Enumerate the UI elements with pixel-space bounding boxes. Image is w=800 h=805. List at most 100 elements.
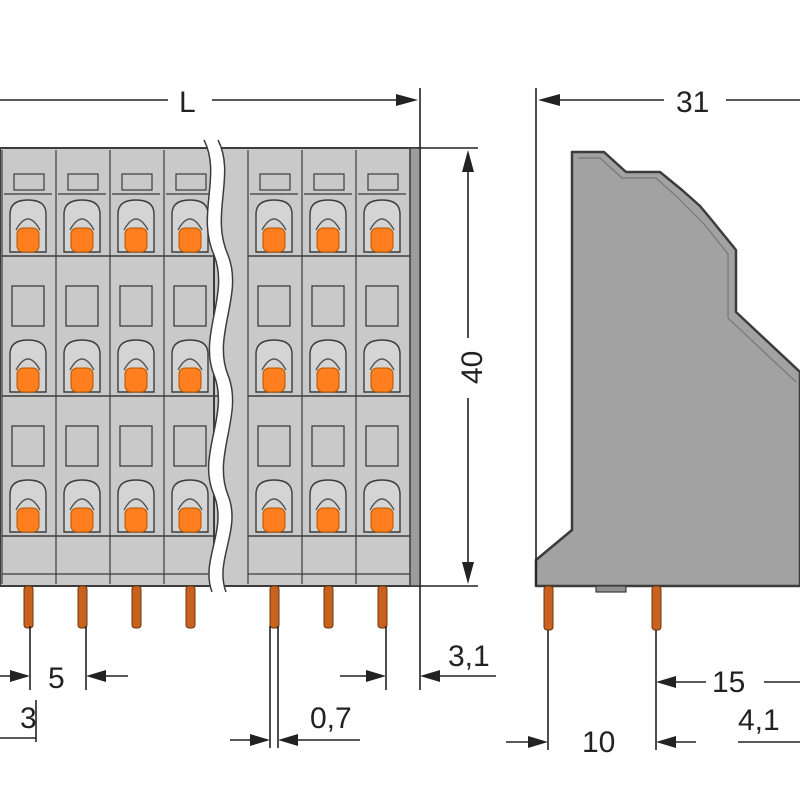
- clamp-spring: [315, 218, 341, 231]
- marker-slot: [175, 173, 207, 191]
- clamp-spring: [369, 358, 395, 371]
- solder-pin: [23, 585, 34, 629]
- actuator-button: [316, 507, 340, 533]
- side-body: [534, 150, 800, 588]
- solder-pin: [269, 585, 280, 629]
- clamp-spring: [69, 218, 95, 231]
- dim-edge-arrow: [656, 736, 676, 748]
- actuator-button: [124, 227, 148, 253]
- clamp-spring: [369, 218, 395, 231]
- dim-label-pin-width: 0,7: [310, 702, 352, 735]
- break-line-right: [217, 139, 234, 593]
- marker-slot: [259, 173, 291, 191]
- wire-entry: [119, 425, 153, 467]
- actuator-button: [124, 367, 148, 393]
- solder-pin: [185, 585, 196, 629]
- clamp-spring: [177, 358, 203, 371]
- dim-label-pitch: 5: [48, 662, 65, 695]
- terminal-cells: [1, 150, 410, 584]
- wire-entry: [173, 285, 207, 327]
- marker-slot: [367, 173, 399, 191]
- actuator-button: [70, 367, 94, 393]
- actuator-button: [70, 227, 94, 253]
- clamp-spring: [15, 358, 41, 371]
- marker-slot: [67, 173, 99, 191]
- dim-pinwidth-arrow-left: [250, 734, 270, 746]
- dim-length-arrow: [396, 94, 418, 106]
- wire-entry: [311, 285, 345, 327]
- side-view: [534, 150, 800, 631]
- clamp-spring: [177, 498, 203, 511]
- clamp-spring: [315, 498, 341, 511]
- actuator-button: [262, 507, 286, 533]
- actuator-button: [178, 367, 202, 393]
- clamp-spring: [261, 358, 287, 371]
- wire-entry: [11, 425, 45, 467]
- clamp-spring: [123, 498, 149, 511]
- actuator-button: [16, 367, 40, 393]
- actuator-button: [316, 367, 340, 393]
- dim-label-pin-edge-offset: 4,1: [738, 704, 780, 737]
- marker-slot: [313, 173, 345, 191]
- actuator-button: [316, 227, 340, 253]
- wire-entry: [11, 285, 45, 327]
- solder-pin: [323, 585, 334, 629]
- side-pin-2: [651, 585, 662, 631]
- dim-first-arrow: [528, 736, 548, 748]
- actuator-button: [370, 367, 394, 393]
- side-body-inner-edge: [578, 157, 797, 383]
- dim-label-pin-offset: 3: [20, 702, 37, 735]
- wire-entry: [257, 425, 291, 467]
- dim-depth-arrow: [538, 94, 560, 106]
- clamp-spring: [123, 358, 149, 371]
- wire-entry: [365, 285, 399, 327]
- dim-pitch-arrow-right: [86, 670, 106, 682]
- wire-entry: [65, 425, 99, 467]
- clamp-spring: [69, 358, 95, 371]
- clamp-spring: [261, 498, 287, 511]
- actuator-button: [370, 507, 394, 533]
- break-line-left: [203, 139, 220, 593]
- clamp-spring: [15, 218, 41, 231]
- wire-entry: [311, 425, 345, 467]
- wire-entry: [65, 285, 99, 327]
- dim-pitch-arrow-left: [10, 670, 30, 682]
- solder-pin: [377, 585, 388, 629]
- wire-entry: [173, 425, 207, 467]
- clamp-spring: [315, 358, 341, 371]
- front-pins: [23, 585, 388, 629]
- dim-pinwidth-arrow-right: [278, 734, 298, 746]
- actuator-button: [178, 227, 202, 253]
- clamp-spring: [69, 498, 95, 511]
- dim-label-pin-row-pitch: 15: [712, 666, 745, 699]
- side-base-notch: [595, 585, 627, 593]
- dim-height-arrow-bottom: [462, 562, 474, 584]
- dim-end-arrow-right: [420, 670, 440, 682]
- dim-label-end-offset: 3,1: [448, 640, 490, 673]
- clamp-spring: [369, 498, 395, 511]
- dim-label-depth: 31: [676, 86, 709, 119]
- dim-pinrow-arrow: [656, 676, 676, 688]
- actuator-button: [16, 507, 40, 533]
- end-plate: [409, 147, 421, 587]
- dim-height-arrow-top: [462, 150, 474, 172]
- dimension-lines: [0, 88, 800, 750]
- label-bg-length: [174, 82, 208, 118]
- dim-end-arrow-left: [366, 670, 386, 682]
- actuator-button: [70, 507, 94, 533]
- dim-label-pin-first-offset: 10: [582, 726, 615, 759]
- wire-entry: [257, 285, 291, 327]
- actuator-button: [178, 507, 202, 533]
- actuator-button: [370, 227, 394, 253]
- actuator-button: [124, 507, 148, 533]
- side-pin-1: [543, 585, 554, 631]
- break-cut: [204, 140, 234, 592]
- wire-entry: [365, 425, 399, 467]
- dim-label-height: 40: [456, 351, 489, 384]
- actuator-button: [262, 227, 286, 253]
- marker-slot: [121, 173, 153, 191]
- front-view: [0, 139, 421, 629]
- clamp-spring: [261, 218, 287, 231]
